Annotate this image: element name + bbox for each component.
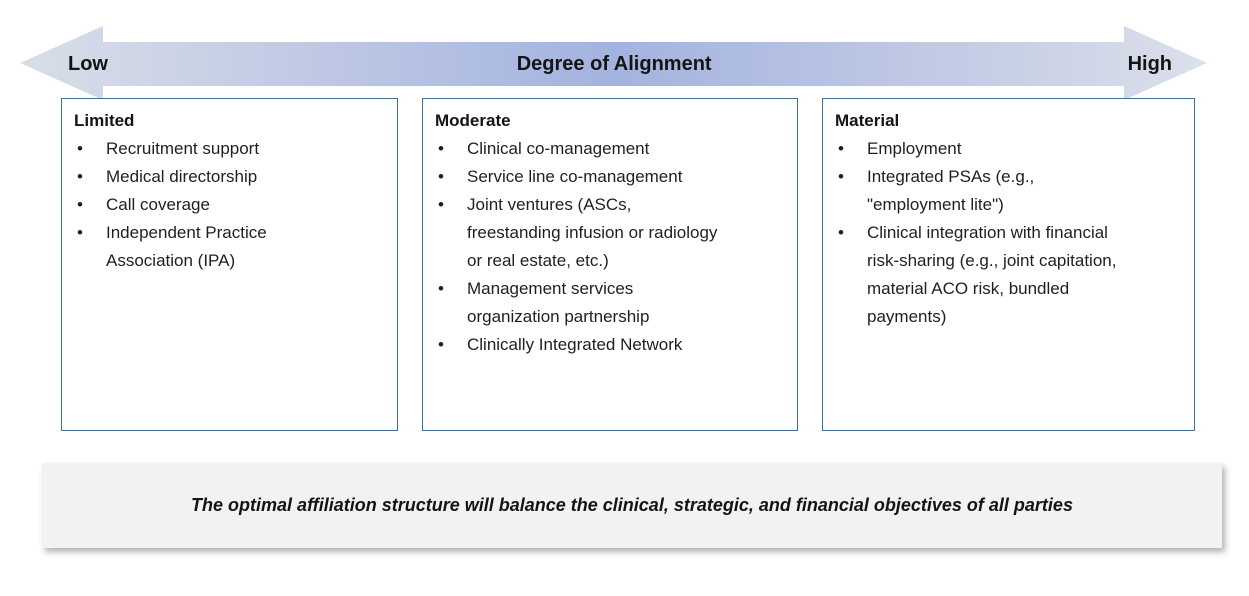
arrow-labels: Low Degree of Alignment High bbox=[68, 51, 1172, 77]
list-item: Management services organization partner… bbox=[435, 275, 787, 331]
list-item: Medical directorship bbox=[74, 163, 387, 191]
list-item: Recruitment support bbox=[74, 135, 387, 163]
material-heading: Material bbox=[835, 111, 900, 130]
footer-text: The optimal affiliation structure will b… bbox=[191, 495, 1073, 515]
list-item: Independent Practice Association (IPA) bbox=[74, 219, 387, 275]
limited-box: Limited Recruitment support Medical dire… bbox=[61, 98, 398, 431]
low-label: Low bbox=[68, 52, 108, 75]
high-label: High bbox=[1127, 52, 1172, 75]
list-item: Clinically Integrated Network bbox=[435, 331, 787, 359]
limited-heading: Limited bbox=[74, 111, 135, 130]
moderate-heading: Moderate bbox=[435, 111, 511, 130]
list-item: Employment bbox=[835, 135, 1184, 163]
list-item: Clinical integration with financial risk… bbox=[835, 219, 1184, 331]
list-item: Clinical co-management bbox=[435, 135, 787, 163]
list-item: Call coverage bbox=[74, 191, 387, 219]
moderate-list: Clinical co-management Service line co-m… bbox=[435, 135, 787, 359]
double-arrow-graphic bbox=[20, 26, 1207, 100]
limited-list: Recruitment support Medical directorship… bbox=[74, 135, 387, 275]
moderate-box: Moderate Clinical co-management Service … bbox=[422, 98, 798, 431]
list-item: Joint ventures (ASCs, freestanding infus… bbox=[435, 191, 787, 275]
material-box: Material Employment Integrated PSAs (e.g… bbox=[822, 98, 1195, 431]
list-item: Integrated PSAs (e.g., "employment lite"… bbox=[835, 163, 1184, 219]
material-list: Employment Integrated PSAs (e.g., "emplo… bbox=[835, 135, 1184, 331]
double-arrow-shape bbox=[20, 26, 1207, 100]
list-item: Service line co-management bbox=[435, 163, 787, 191]
degree-of-alignment-title: Degree of Alignment bbox=[516, 52, 712, 75]
footer-banner: The optimal affiliation structure will b… bbox=[42, 463, 1222, 548]
alignment-arrow-banner: Low Degree of Alignment High bbox=[0, 0, 1249, 110]
